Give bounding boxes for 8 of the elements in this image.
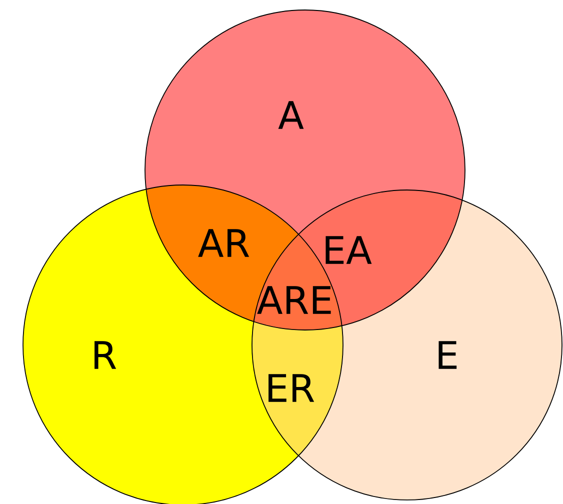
- set-label: E: [438, 341, 457, 369]
- set-circle: [144, 10, 466, 330]
- set-circle: [252, 190, 562, 500]
- region-label: EA: [326, 236, 372, 264]
- region-label: ER: [268, 374, 314, 402]
- set-label: R: [94, 341, 116, 369]
- set-label: A: [278, 101, 304, 129]
- region-label: AR: [198, 229, 250, 257]
